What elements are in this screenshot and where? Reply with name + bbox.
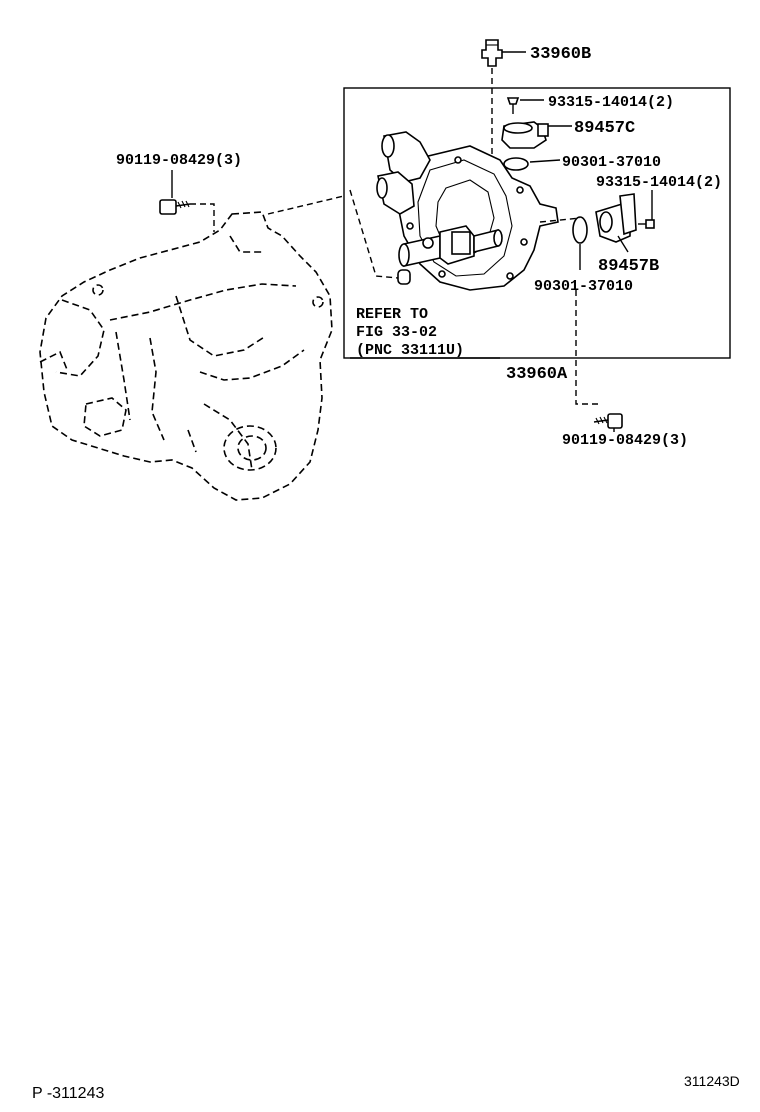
label-89457c: 89457C [574, 119, 635, 138]
label-33960b: 33960B [530, 45, 591, 64]
speed-sensor-89457c-icon [501, 121, 549, 149]
label-refer-line1: REFER TO [356, 306, 428, 323]
leader-90301-top [529, 159, 561, 163]
label-90119-bottom: 90119-08429(3) [562, 432, 688, 449]
shift-shaft [398, 225, 503, 267]
label-90301-bottom: 90301-37010 [534, 278, 633, 295]
dash-cover-left [349, 189, 399, 279]
footer-figure-id: 311243D [684, 1073, 740, 1089]
label-89457b: 89457B [598, 257, 659, 276]
screw-93315-top-icon [506, 97, 520, 114]
label-refer-line2: FIG 33-02 [356, 324, 437, 341]
dash-bolt-left [190, 203, 215, 232]
bolt-90119-bottom-icon [593, 413, 623, 429]
leader-89457b [617, 235, 629, 253]
label-90301-top: 90301-37010 [562, 154, 661, 171]
screw-93315-right-icon [638, 219, 655, 229]
footer-page-ref: P -311243 [32, 1085, 104, 1102]
label-33960a: 33960A [506, 365, 568, 384]
transmission-case-outline [39, 211, 333, 501]
dash-case-to-cover [267, 195, 345, 215]
o-ring-90301-top-icon [503, 157, 529, 171]
assembly-33960a-box [343, 87, 731, 359]
dash-bottom-bolt [575, 290, 602, 405]
label-90119-left: 90119-08429(3) [116, 152, 242, 169]
bolt-90119-left-icon [159, 199, 191, 215]
speed-sensor-89457b-icon [595, 193, 637, 243]
breather-plug-33960b-icon [481, 39, 503, 67]
label-93315-top: 93315-14014(2) [548, 94, 674, 111]
o-ring-90301-bottom-icon [572, 216, 588, 244]
shift-housing [376, 131, 431, 215]
dash-cover-sensor [539, 217, 581, 223]
label-93315-right: 93315-14014(2) [596, 174, 722, 191]
label-refer-line3: (PNC 33111U) [356, 342, 464, 359]
oil-seal-plug-icon [397, 269, 411, 285]
